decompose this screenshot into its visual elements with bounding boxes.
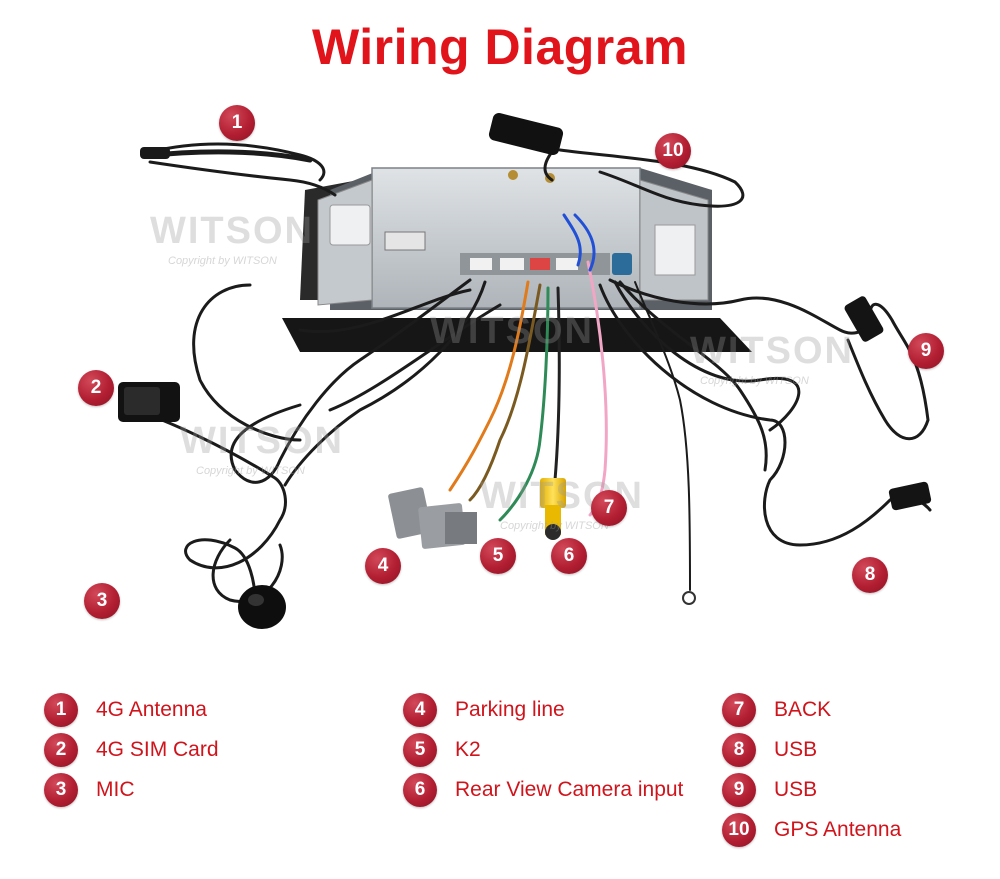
legend-item: 7 BACK — [722, 693, 831, 727]
watermark-copyright: Copyright by WITSON — [168, 255, 277, 267]
legend-number: 2 — [44, 733, 78, 767]
legend-item: 3 MIC — [44, 773, 135, 807]
legend-label: USB — [774, 738, 818, 761]
legend-number: 1 — [44, 693, 78, 727]
legend-number: 6 — [403, 773, 437, 807]
legend-number: 10 — [722, 813, 756, 847]
callout-badge-8: 8 — [852, 557, 888, 593]
watermark-copyright: Copyright by WITSON — [700, 375, 809, 387]
callout-badge-1: 1 — [219, 105, 255, 141]
legend-label: K2 — [455, 738, 481, 761]
legend-item: 1 4G Antenna — [44, 693, 207, 727]
legend-label: 4G SIM Card — [96, 738, 219, 761]
legend-label: MIC — [96, 778, 135, 801]
callout-badge-4: 4 — [365, 548, 401, 584]
legend-number: 3 — [44, 773, 78, 807]
legend-item: 5 K2 — [403, 733, 481, 767]
wiring-diagram-illustration — [118, 112, 932, 629]
callout-badge-2: 2 — [78, 370, 114, 406]
watermark-copyright: Copyright by WITSON — [196, 465, 305, 477]
watermark: WITSON — [430, 310, 594, 352]
legend-label: 4G Antenna — [96, 698, 207, 721]
watermark: WITSON — [150, 210, 314, 252]
callout-badge-7: 7 — [591, 490, 627, 526]
legend-number: 5 — [403, 733, 437, 767]
legend-label: GPS Antenna — [774, 818, 902, 841]
legend-label: Rear View Camera input — [455, 778, 684, 801]
legend-number: 8 — [722, 733, 756, 767]
watermark: WITSON — [180, 420, 344, 462]
legend-item: 6 Rear View Camera input — [403, 773, 683, 807]
legend-label: Parking line — [455, 698, 565, 721]
legend-item: 10 GPS Antenna — [722, 813, 901, 847]
head-unit-box — [317, 167, 712, 310]
legend-number: 9 — [722, 773, 756, 807]
legend-item: 4 Parking line — [403, 693, 565, 727]
legend-item: 8 USB — [722, 733, 817, 767]
callout-badge-3: 3 — [84, 583, 120, 619]
callout-badge-9: 9 — [908, 333, 944, 369]
page-title: Wiring Diagram — [311, 19, 689, 75]
legend-item: 2 4G SIM Card — [44, 733, 219, 767]
callout-badge-10: 10 — [655, 133, 691, 169]
cable-bundle — [118, 142, 932, 604]
legend-label: USB — [774, 778, 818, 801]
watermark: WITSON — [690, 330, 854, 372]
legend-label: BACK — [774, 698, 832, 721]
legend-item: 9 USB — [722, 773, 817, 807]
legend-number: 7 — [722, 693, 756, 727]
callout-badge-6: 6 — [551, 538, 587, 574]
accessories — [118, 112, 932, 629]
watermark-copyright: Copyright by WITSON — [500, 520, 609, 532]
legend-number: 4 — [403, 693, 437, 727]
callout-badge-5: 5 — [480, 538, 516, 574]
